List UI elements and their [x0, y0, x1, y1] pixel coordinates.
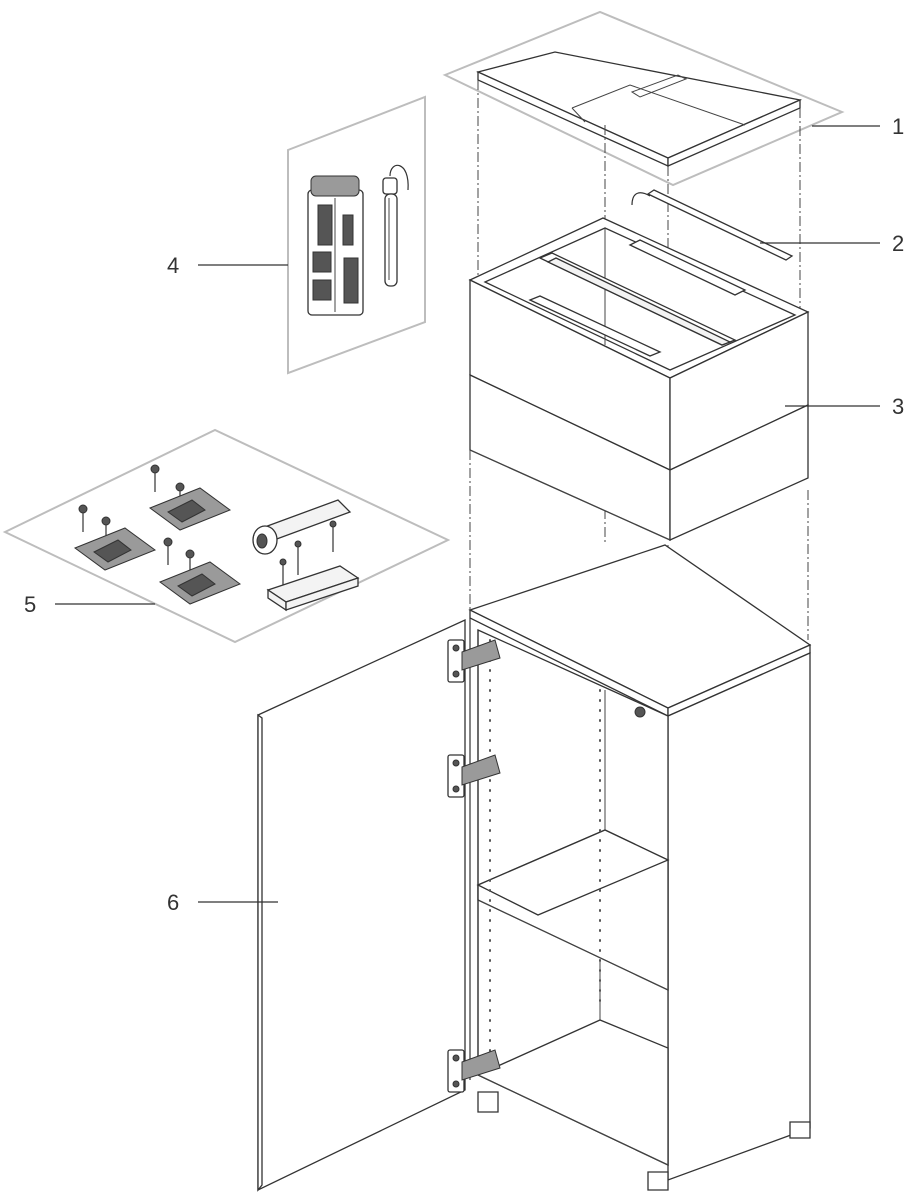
internal-filter — [307, 175, 364, 316]
hinge-2 — [73, 504, 157, 571]
callout-2: 2 — [892, 231, 904, 256]
callout-1: 1 — [892, 114, 904, 139]
cabinet — [257, 544, 812, 1192]
callout-4: 4 — [167, 253, 179, 278]
callout-3: 3 — [892, 394, 904, 419]
hardware-group — [2, 428, 451, 644]
aquarium-tank — [468, 217, 810, 542]
door-damper — [252, 499, 360, 612]
leader-lines — [55, 125, 880, 903]
led-light-bar — [631, 189, 794, 261]
callout-5: 5 — [24, 592, 36, 617]
filter-heater-group — [287, 95, 426, 375]
hinge-3 — [158, 537, 242, 605]
cabinet-door — [257, 618, 466, 1192]
callout-labels: 1 2 3 4 5 6 — [24, 114, 904, 915]
callout-6: 6 — [167, 890, 179, 915]
hinge-1 — [148, 464, 232, 531]
door-hinges — [447, 639, 501, 1093]
lid-group — [442, 10, 845, 187]
heater — [382, 164, 409, 287]
